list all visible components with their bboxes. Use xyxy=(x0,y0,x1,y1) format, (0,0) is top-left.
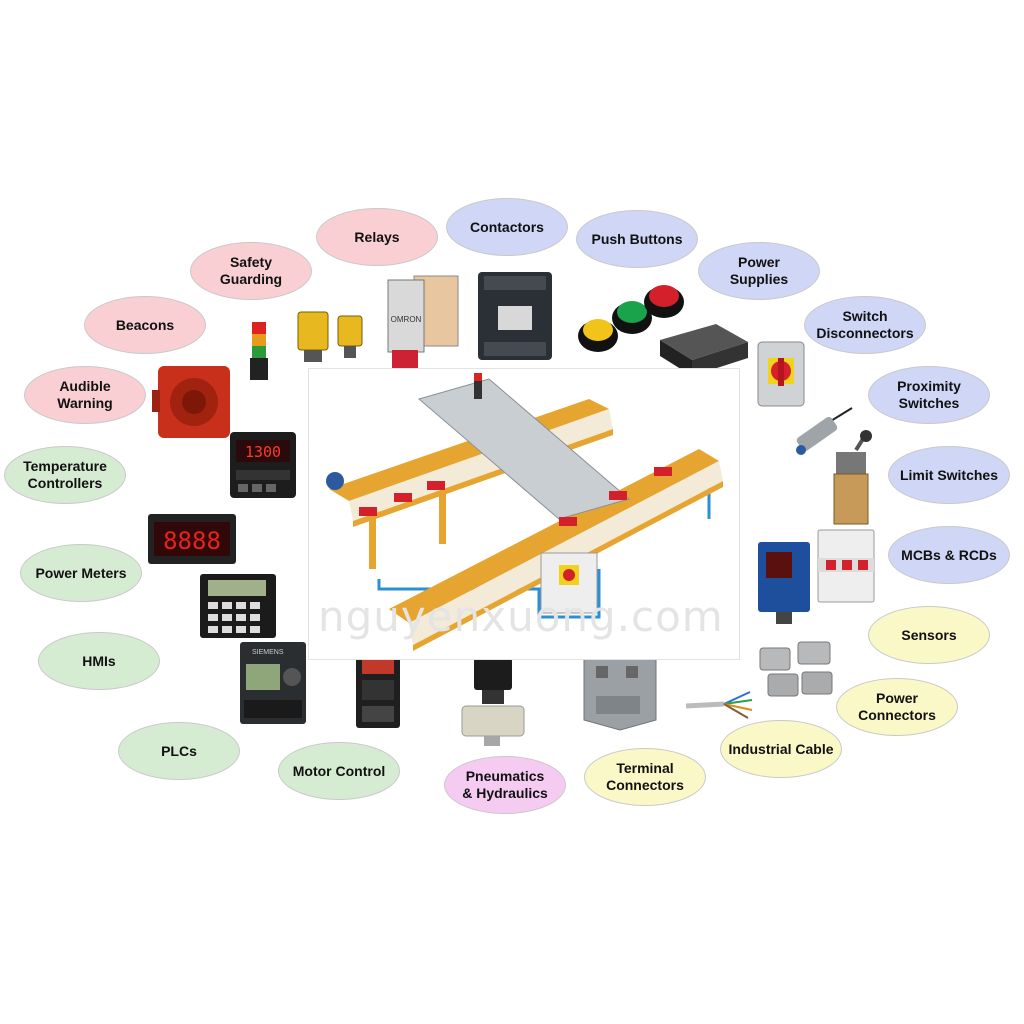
hmi-icon xyxy=(200,574,276,638)
bubble-pneumatics-hydraulics: Pneumatics & Hydraulics xyxy=(444,756,566,814)
meter-display: 8888 xyxy=(163,527,221,555)
mcb-icon xyxy=(817,529,875,603)
bubble-terminal-connectors: Terminal Connectors xyxy=(584,748,706,806)
bubble-power-meters: Power Meters xyxy=(20,544,142,602)
pressure-switch-icon xyxy=(461,658,525,746)
siren-icon xyxy=(152,366,230,438)
power-supply-icon xyxy=(660,324,748,376)
cable-icon xyxy=(685,691,753,719)
beacon-tower-icon xyxy=(250,322,268,380)
bubble-power-supplies: Power Supplies xyxy=(698,242,820,300)
bubble-safety-guarding: Safety Guarding xyxy=(190,242,312,300)
push-buttons-icon xyxy=(578,285,684,352)
bubble-plcs: PLCs xyxy=(118,722,240,780)
bubble-push-buttons: Push Buttons xyxy=(576,210,698,268)
conveyor-scene xyxy=(308,368,740,660)
proximity-switch-icon xyxy=(796,407,853,455)
conveyor-illustration xyxy=(326,373,723,651)
plc-brand: SIEMENS xyxy=(252,649,284,656)
watermark: nguyenxuong.com xyxy=(318,592,724,641)
photo-sensor-icon xyxy=(758,542,810,624)
bubble-mcbs-rcds: MCBs & RCDs xyxy=(888,526,1010,584)
bubble-beacons: Beacons xyxy=(84,296,206,354)
bubble-power-connectors: Power Connectors xyxy=(836,678,958,736)
relay-icon: OMRON xyxy=(387,275,459,368)
motor-drive-icon xyxy=(356,654,400,728)
bubble-sensors: Sensors xyxy=(868,606,990,664)
plc-icon: SIEMENS xyxy=(240,642,306,724)
safety-sensor-icon xyxy=(297,311,363,362)
bubble-relays: Relays xyxy=(316,208,438,266)
temp-display: 1300 xyxy=(245,443,281,461)
bubble-temperature-controllers: Temperature Controllers xyxy=(4,446,126,504)
limit-switch-icon xyxy=(833,430,872,525)
bubble-hmis: HMIs xyxy=(38,632,160,690)
bubble-audible-warning: Audible Warning xyxy=(24,366,146,424)
bubble-industrial-cable: Industrial Cable xyxy=(720,720,842,778)
switch-disconnector-icon xyxy=(757,341,805,407)
contactor-icon xyxy=(478,272,552,360)
terminal-block-icon xyxy=(583,645,657,731)
bubble-switch-disconnectors: Switch Disconnectors xyxy=(804,296,926,354)
power-connector-icon xyxy=(759,641,833,697)
bubble-contactors: Contactors xyxy=(446,198,568,256)
temperature-controller-icon: 1300 xyxy=(230,432,296,498)
relay-brand: OMRON xyxy=(391,315,422,324)
power-meter-icon: 8888 xyxy=(148,514,236,564)
bubble-proximity-switches: Proximity Switches xyxy=(868,366,990,424)
bubble-limit-switches: Limit Switches xyxy=(888,446,1010,504)
bubble-motor-control: Motor Control xyxy=(278,742,400,800)
